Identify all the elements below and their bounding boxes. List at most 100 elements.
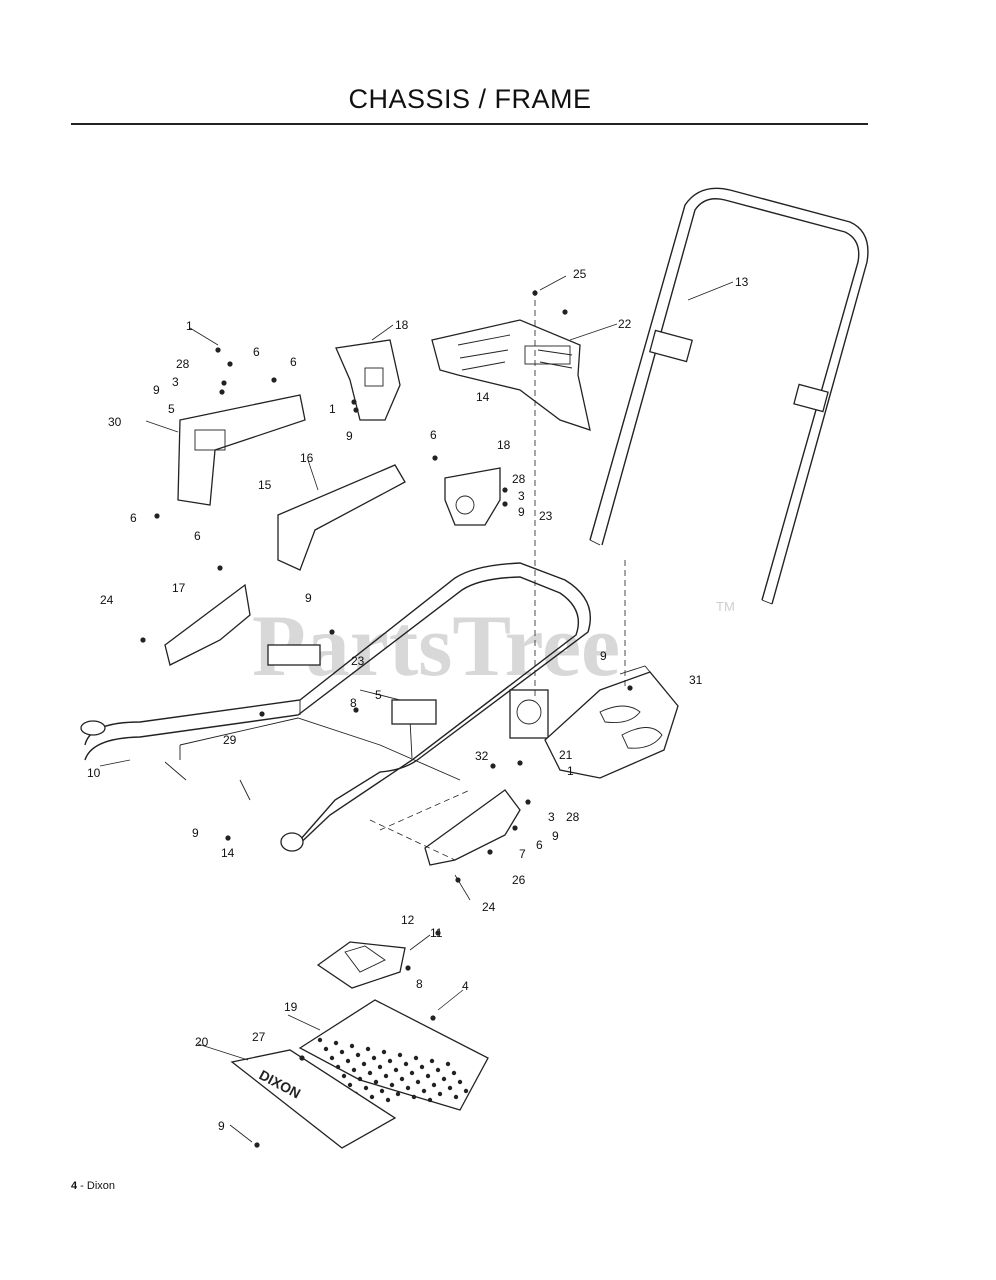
hardware-fastener (351, 399, 357, 405)
floor-plate-part (298, 999, 489, 1111)
callout-label-c28a: 28 (176, 357, 190, 371)
perforation-hole (369, 1094, 375, 1100)
perforation-hole (385, 1097, 391, 1103)
perforation-hole (361, 1061, 367, 1067)
footer-page-number: 4 (71, 1180, 78, 1192)
callout-label-c17: 17 (172, 581, 186, 595)
perforation-hole (413, 1055, 419, 1061)
perforation-hole (429, 1058, 435, 1064)
hardware-fastener (502, 487, 508, 493)
hardware-fastener (329, 629, 335, 635)
callout-label-c18a: 18 (395, 318, 409, 332)
perforation-hole (357, 1076, 363, 1082)
perforation-hole (379, 1088, 385, 1094)
perforation-hole (387, 1058, 393, 1064)
perforation-hole (377, 1064, 383, 1070)
callout-label-c6b: 6 (290, 355, 297, 369)
callout-label-c5b: 5 (375, 688, 382, 702)
callout-label-c26: 26 (512, 873, 526, 887)
hardware-fastener (517, 760, 523, 766)
perforation-hole (399, 1076, 405, 1082)
hardware-fastener (259, 711, 265, 717)
handle-bar-part (589, 187, 869, 605)
hardware-fastener (299, 1055, 305, 1061)
hardware-fastener (435, 930, 441, 936)
callout-label-c20: 20 (195, 1035, 209, 1049)
callout-label-c23b: 23 (351, 654, 365, 668)
callout-label-c29: 29 (223, 733, 237, 747)
perforation-hole (421, 1088, 427, 1094)
hardware-fastener (353, 407, 359, 413)
perforation-hole (335, 1064, 341, 1070)
callout-label-c4: 4 (462, 979, 469, 993)
perforation-hole (427, 1097, 433, 1103)
hardware-fastener (432, 455, 438, 461)
hardware-fastener (525, 799, 531, 805)
perforation-hole (333, 1040, 339, 1046)
callout-label-c1b: 1 (329, 402, 336, 416)
callout-label-c28b: 28 (512, 472, 526, 486)
hardware-fastener (215, 347, 221, 353)
callout-label-c28c: 28 (566, 810, 580, 824)
callout-label-c7: 7 (519, 847, 526, 861)
hardware-fastener (487, 849, 493, 855)
perforation-hole (323, 1046, 329, 1052)
perforation-hole (329, 1055, 335, 1061)
page-footer: 4 - Dixon (71, 1180, 115, 1192)
perforation-hole (451, 1070, 457, 1076)
callout-label-c12: 12 (401, 913, 415, 927)
callout-label-c6c: 6 (430, 428, 437, 442)
main-frame-part (80, 562, 592, 852)
hardware-fastener (353, 707, 359, 713)
callout-label-c24a: 24 (100, 593, 114, 607)
perforation-hole (381, 1049, 387, 1055)
perforation-hole (373, 1079, 379, 1085)
callout-label-c23a: 23 (539, 509, 553, 523)
hardware-fastener (221, 380, 227, 386)
callout-label-c14a: 14 (476, 390, 490, 404)
perforation-hole (453, 1094, 459, 1100)
hardware-fastener (227, 361, 233, 367)
perforation-hole (317, 1037, 323, 1043)
callout-label-c1a: 1 (186, 319, 193, 333)
callout-label-c9d: 9 (305, 591, 312, 605)
callout-label-c30: 30 (108, 415, 122, 429)
perforation-hole (365, 1046, 371, 1052)
hardware-fastener (502, 501, 508, 507)
perforation-hole (425, 1073, 431, 1079)
perforation-hole (411, 1094, 417, 1100)
hardware-fastener (154, 513, 160, 519)
perforation-hole (371, 1055, 377, 1061)
perforation-hole (415, 1079, 421, 1085)
callout-label-c9b: 9 (346, 429, 353, 443)
callout-label-c9e: 9 (600, 649, 607, 663)
callout-label-c6f: 6 (536, 838, 543, 852)
callout-label-c32: 32 (475, 749, 489, 763)
perforation-hole (445, 1061, 451, 1067)
callout-label-c9f: 9 (192, 826, 199, 840)
perforation-hole (393, 1067, 399, 1073)
deck-plate-part (544, 665, 679, 779)
footer-brand: Dixon (86, 1180, 116, 1192)
perforation-hole (355, 1052, 361, 1058)
perforation-hole (367, 1070, 373, 1076)
perforation-hole (441, 1076, 447, 1082)
center-bracket-part (277, 339, 406, 571)
watermark-tm: TM (716, 599, 735, 614)
perforation-hole (383, 1073, 389, 1079)
perforation-hole (409, 1070, 415, 1076)
callout-label-c6d: 6 (194, 529, 201, 543)
hardware-fastener (532, 290, 538, 296)
perforation-hole (447, 1085, 453, 1091)
console-housing-part (431, 319, 591, 431)
right-pedestal-part (444, 467, 501, 526)
hardware-fastener (140, 637, 146, 643)
callout-label-c18b: 18 (497, 438, 511, 452)
page-title: CHASSIS / FRAME (348, 84, 592, 114)
hardware-fastener (562, 309, 568, 315)
perforation-hole (339, 1049, 345, 1055)
left-bracket-part (164, 394, 306, 666)
callout-label-c5a: 5 (168, 402, 175, 416)
plate-12-part (316, 941, 406, 989)
